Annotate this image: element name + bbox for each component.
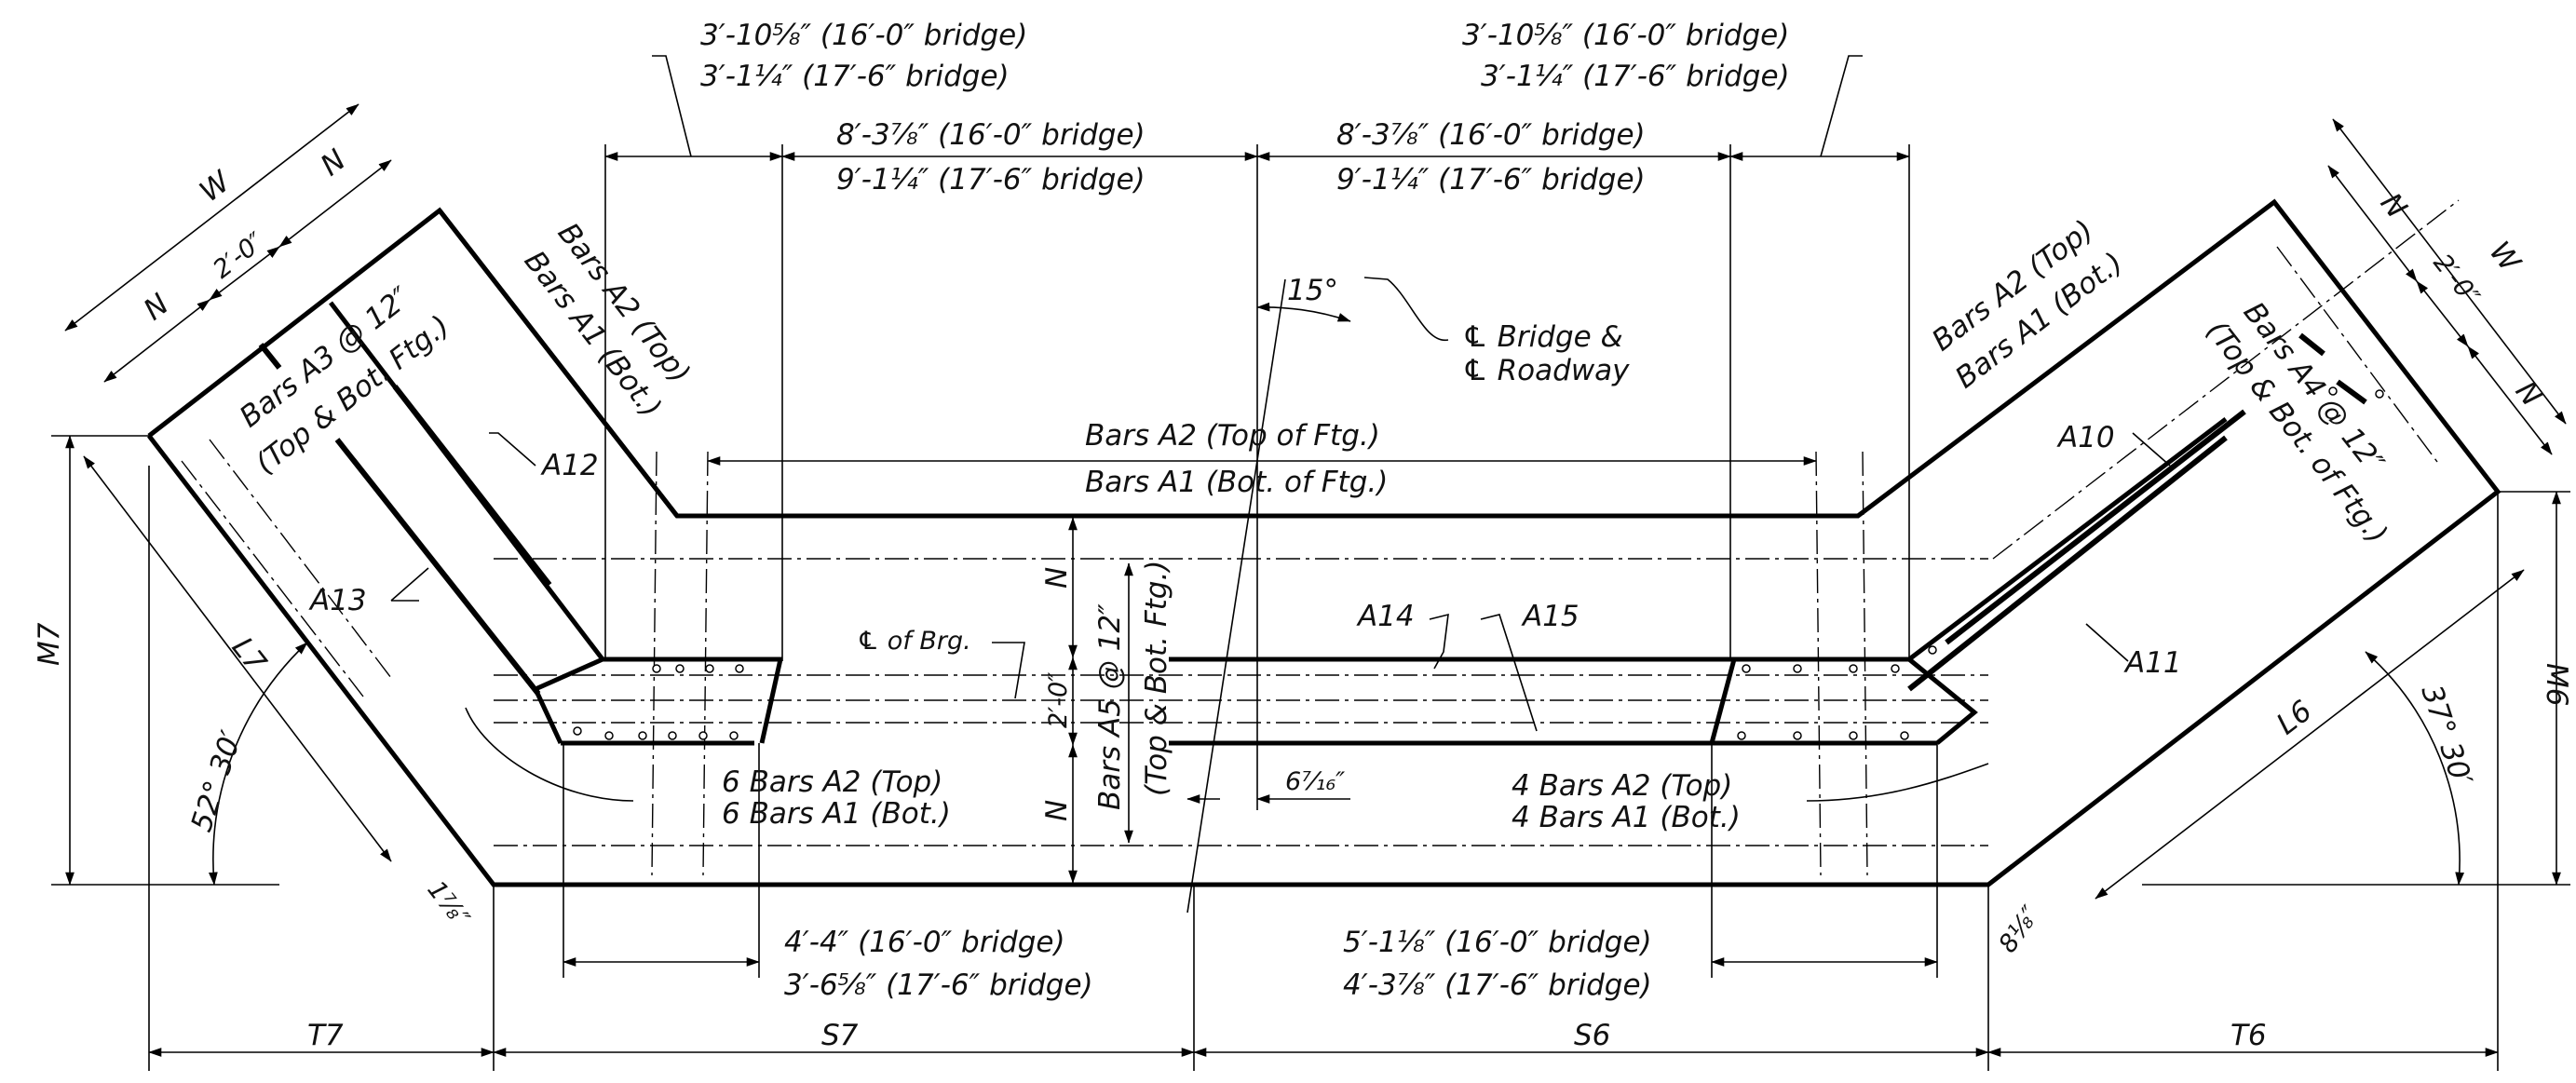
top-left-flare-line1: 3′-10⅝″ (16′-0″ bridge) <box>700 19 1027 52</box>
right-wing-offset: 8⅛″ <box>1993 900 2045 958</box>
seat-section-line-right-2 <box>1862 451 1868 876</box>
top-right-flare-line1: 3′-10⅝″ (16′-0″ bridge) <box>1462 19 1789 52</box>
right-seat-corner <box>1907 657 1978 745</box>
seat-left-bars-line1: 6 Bars A2 (Top) <box>722 765 942 799</box>
right-seat-end <box>1709 658 1737 744</box>
cl-bridge: ℄ Bridge & <box>1462 320 1623 354</box>
left-wing-a12: A12 <box>540 449 599 482</box>
seat-right-bars-line2: 4 Bars A1 (Bot.) <box>1512 801 1741 834</box>
center-bars-a1: Bars A1 (Bot. of Ftg.) <box>1085 466 1388 499</box>
bar-a13 <box>334 438 541 696</box>
bar-a4-stub-1 <box>2298 332 2325 357</box>
seat-section-line-left <box>651 451 658 876</box>
left-wing-2ft: 2′-0″ <box>208 227 270 285</box>
dimension-lines <box>51 55 2570 1057</box>
bottom-S7: S7 <box>821 1019 859 1052</box>
bar-dots <box>573 386 2384 740</box>
cl-roadway: ℄ Roadway <box>1462 354 1630 387</box>
bottom-left-line1: 4′-4″ (16′-0″ bridge) <box>784 926 1065 959</box>
bottom-S6: S6 <box>1574 1019 1610 1052</box>
seat-N-lower: N <box>1040 800 1074 821</box>
bottom-T6: T6 <box>2230 1019 2267 1052</box>
footing-outline <box>147 198 2501 887</box>
top-right-mid-line2: 9′-1¼″ (17′-6″ bridge) <box>1336 163 1646 196</box>
right-wing-2ft: 2′-0″ <box>2427 249 2485 311</box>
left-wing-N-top: N <box>315 143 352 183</box>
seat-cl-brg: ℄ of Brg. <box>857 627 971 656</box>
bar-a3-stub-1 <box>258 343 282 370</box>
center-bars-a2: Bars A2 (Top of Ftg.) <box>1085 419 1380 453</box>
seat-a15: A15 <box>1521 600 1579 633</box>
left-wing-stem-edge <box>438 209 679 518</box>
seat-section-line-right <box>1815 451 1822 876</box>
right-wing-M6: M6 <box>2540 663 2573 706</box>
right-wing-a11: A11 <box>2123 646 2182 680</box>
top-left-mid-line1: 8′-3⅞″ (16′-0″ bridge) <box>836 118 1146 152</box>
bar-a11 <box>1907 435 2228 692</box>
seat-a5-line2: (Top & Bot. Ftg.) <box>1140 561 1173 796</box>
seat-gap: 6⁷⁄₁₆″ <box>1285 767 1345 796</box>
seat-section-line-left-2 <box>702 451 709 876</box>
top-left-mid-line2: 9′-1¼″ (17′-6″ bridge) <box>836 163 1146 196</box>
right-wing-N-top: N <box>2374 187 2414 224</box>
bottom-T7: T7 <box>307 1019 344 1052</box>
seat-left-bars-line2: 6 Bars A1 (Bot.) <box>722 797 951 831</box>
seat-a14: A14 <box>1356 600 1415 633</box>
seat-right-bars-line1: 4 Bars A2 (Top) <box>1512 769 1732 803</box>
seat-N-upper: N <box>1040 567 1074 589</box>
right-wall-inner <box>1907 417 2228 661</box>
left-wing-N-left: N <box>138 288 175 328</box>
bottom-left-line2: 3′-6⅝″ (17′-6″ bridge) <box>784 968 1093 1002</box>
left-seat-corner <box>532 657 604 745</box>
bar-a10 <box>1945 409 2246 645</box>
right-wing-L6: L6 <box>2271 694 2318 741</box>
seat-a5-line1: Bars A5 @ 12″ <box>1093 603 1127 810</box>
right-wing-angle: 37° 30′ <box>2414 681 2478 790</box>
skew-angle: 15° <box>1287 274 1338 307</box>
skew-centerline <box>1186 278 1286 914</box>
bottom-right-line1: 5′-1⅛″ (16′-0″ bridge) <box>1343 926 1652 959</box>
left-wing-offset: 1⅞″ <box>421 875 474 932</box>
left-seat-end <box>759 658 783 744</box>
top-right-mid-line1: 8′-3⅞″ (16′-0″ bridge) <box>1336 118 1646 152</box>
left-wing-a13: A13 <box>308 584 367 617</box>
bar-a12 <box>392 385 552 587</box>
left-wing-angle: 52° 30′ <box>184 726 249 835</box>
left-wing-bar-line-2 <box>181 460 364 697</box>
top-right-flare-line2: 3′-1¼″ (17′-6″ bridge) <box>1481 60 1790 93</box>
right-wing-a10: A10 <box>2056 421 2115 454</box>
left-wing-M7: M7 <box>33 622 66 666</box>
bottom-right-line2: 4′-3⅞″ (17′-6″ bridge) <box>1343 968 1652 1002</box>
right-wing-W: W <box>2483 236 2528 279</box>
seat-2ft: 2′-0″ <box>1044 672 1073 728</box>
left-wing-L7: L7 <box>225 631 273 680</box>
top-left-flare-line2: 3′-1¼″ (17′-6″ bridge) <box>700 60 1010 93</box>
